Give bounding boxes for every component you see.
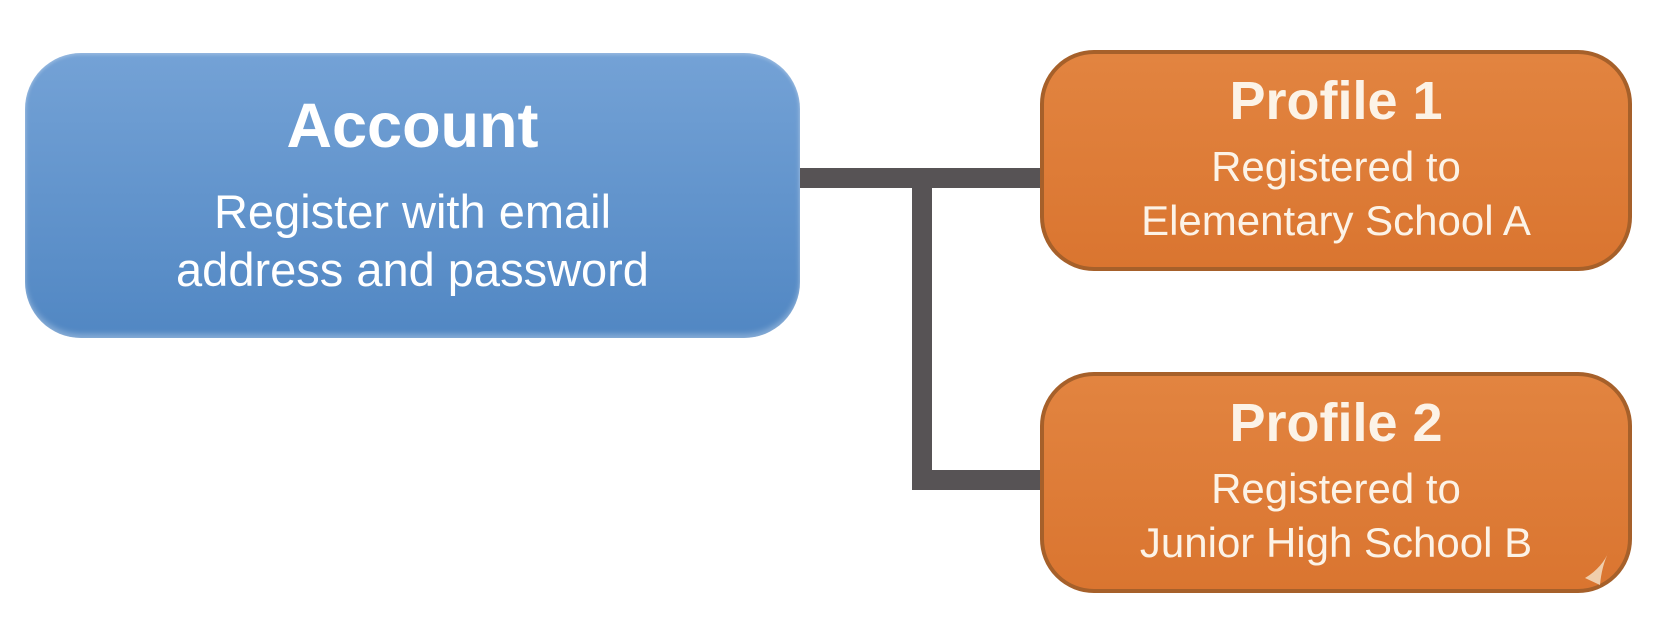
- profile2-box: Profile 2 Registered to Junior High Scho…: [1040, 372, 1632, 593]
- connector-vertical-branch: [912, 168, 932, 490]
- account-box-title: Account: [286, 91, 539, 162]
- account-box: Account Register with email address and …: [25, 53, 800, 338]
- profile2-box-subtitle: Registered to Junior High School B: [1140, 462, 1532, 570]
- profile1-box-subtitle: Registered to Elementary School A: [1141, 140, 1531, 248]
- profile1-box-subtitle-line1: Registered to: [1211, 143, 1461, 191]
- account-box-subtitle-line2: address and password: [176, 242, 649, 296]
- connector-branch-to-profile2: [912, 470, 1040, 490]
- profile1-box-subtitle-line2: Elementary School A: [1141, 196, 1531, 244]
- profile1-box: Profile 1 Registered to Elementary Schoo…: [1040, 50, 1632, 271]
- swoosh-watermark-icon: [1585, 551, 1609, 585]
- profile2-box-subtitle-line2: Junior High School B: [1139, 518, 1533, 566]
- account-box-subtitle-line1: Register with email: [213, 185, 612, 239]
- profile1-box-title: Profile 1: [1229, 71, 1443, 132]
- profile2-box-subtitle-line1: Registered to: [1211, 465, 1461, 513]
- profile2-box-title: Profile 2: [1229, 393, 1443, 454]
- account-box-subtitle: Register with email address and password: [176, 183, 649, 298]
